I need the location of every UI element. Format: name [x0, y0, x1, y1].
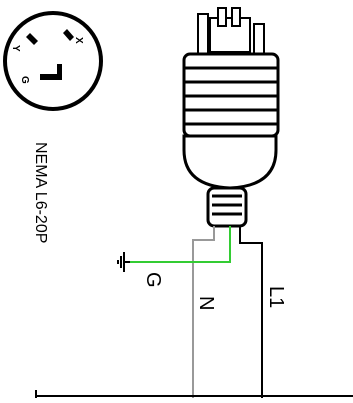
face-label-x: X: [73, 37, 84, 44]
neutral-wire: [192, 226, 215, 398]
ground-symbol-icon: [117, 252, 130, 272]
equipment-box: [35, 390, 353, 398]
wire-label-n: N: [195, 296, 217, 310]
face-label-y: Y: [10, 45, 21, 52]
line-wire: [239, 226, 263, 398]
wire-label-l1: L1: [265, 286, 287, 308]
wire-label-g: G: [142, 272, 164, 288]
plug-face: X Y G: [3, 11, 103, 111]
wires: [130, 226, 263, 398]
plug-body: [182, 7, 280, 228]
diagram-title: NEMA L6-20P: [32, 142, 49, 243]
ground-wire: [130, 226, 231, 263]
face-label-g: G: [19, 76, 30, 84]
